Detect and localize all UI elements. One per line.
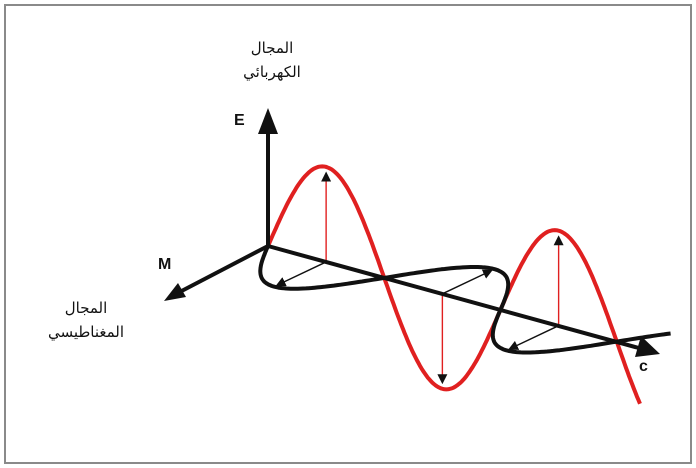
- e-axis-arrowhead: [258, 108, 278, 134]
- electric-field-label: المجال الكهربائي: [243, 39, 301, 81]
- m-axis-label: M: [158, 256, 172, 273]
- m-axis-arrow: [171, 244, 269, 298]
- propagation-axis-arrow: [267, 244, 647, 352]
- propagation-axis-label: c: [639, 358, 648, 375]
- electric-field-vectors: [321, 171, 564, 385]
- magnetic-field-vectors: [275, 261, 559, 350]
- electric-field-wave: [266, 164, 642, 405]
- propagation-axis-arrowhead: [635, 336, 660, 357]
- magnetic-vector-2: [442, 269, 493, 295]
- m-axis-arrowhead: [164, 283, 186, 301]
- diagram-frame: [4, 4, 692, 464]
- magnetic-field-label: المجال المغناطيسي: [47, 299, 125, 341]
- magnetic-vector-1: [275, 261, 327, 287]
- magnetic-vector-3: [508, 325, 559, 350]
- magnetic-field-wave: [258, 245, 671, 355]
- e-axis-label: E: [234, 112, 245, 129]
